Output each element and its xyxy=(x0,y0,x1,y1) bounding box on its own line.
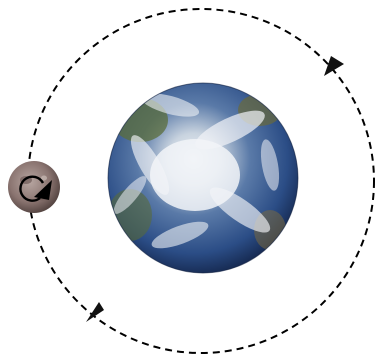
earth-globe-icon xyxy=(108,83,298,273)
orbit-arrow-icon xyxy=(86,302,104,322)
orbit-arrow-icon xyxy=(324,56,344,76)
moon-icon xyxy=(8,161,60,213)
